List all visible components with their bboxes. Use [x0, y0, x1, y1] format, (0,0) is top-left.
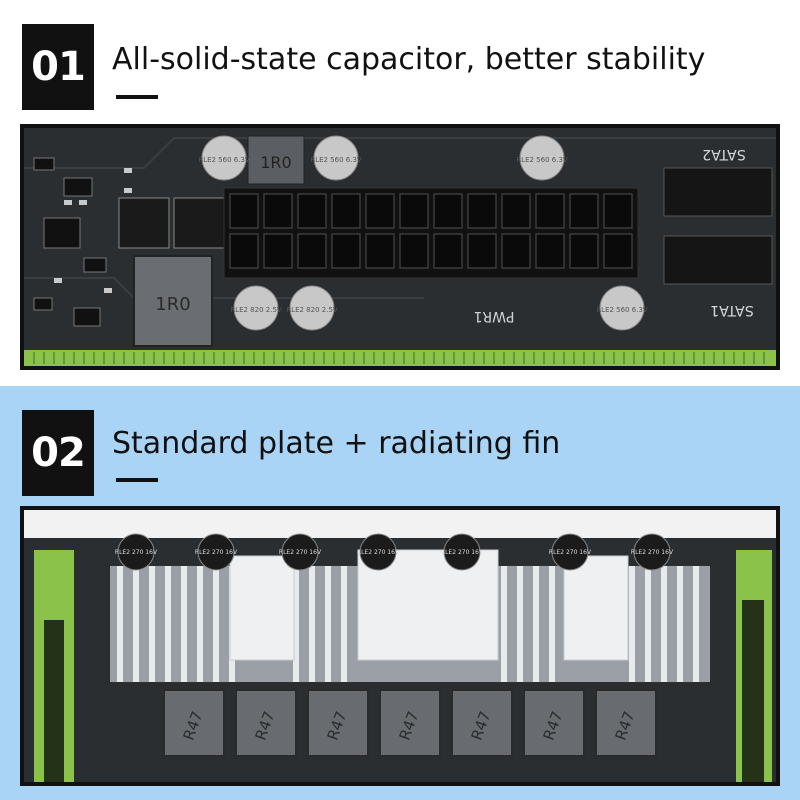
capacitor-label: RLE2 820 2.5V — [230, 306, 282, 314]
capacitor-group-bottom — [233, 285, 645, 331]
inductor-left-label: 1R0 — [155, 294, 190, 315]
capacitor-label: RLE2 820 2.5V — [286, 306, 338, 314]
capacitor-label: RLE2 270 16V — [441, 549, 484, 556]
capacitor-row — [117, 533, 671, 571]
title-underline — [116, 95, 158, 99]
section-title: Standard plate + radiating fin — [112, 426, 561, 461]
radiating-fins — [110, 549, 710, 682]
feature-section-heatsink: 02 Standard plate + radiating fin — [0, 386, 800, 800]
capacitor-label: RLE2 560 6.3V — [596, 306, 648, 314]
feature-section-capacitor: 01 All-solid-state capacitor, better sta… — [0, 0, 800, 386]
capacitor-label: RLE2 560 6.3V — [310, 156, 362, 164]
capacitor-label: RLE2 560 6.3V — [516, 156, 568, 164]
sata-bottom-label: SATA1 — [710, 302, 754, 318]
sata-top-label: SATA2 — [702, 146, 746, 162]
capacitor-label: RLE2 270 16V — [195, 549, 238, 556]
section-number-badge: 02 — [22, 410, 94, 496]
motherboard-closeup-heatsink: RLE2 270 16V RLE2 270 16V RLE2 270 16V R… — [20, 506, 780, 786]
capacitor-label: RLE2 560 6.3V — [198, 156, 250, 164]
section-number-badge: 01 — [22, 24, 94, 110]
choke-row — [163, 689, 657, 757]
capacitor-label: RLE2 270 16V — [549, 549, 592, 556]
inductor-top-label: 1R0 — [260, 153, 291, 172]
title-underline — [116, 478, 158, 482]
board-illustration-1: 1R0 1R0 PWR1 — [24, 128, 776, 366]
power-connector-label: PWR1 — [474, 308, 515, 324]
capacitor-group-top — [201, 135, 565, 181]
capacitor-label: RLE2 270 16V — [357, 549, 400, 556]
capacitor-label: RLE2 270 16V — [631, 549, 674, 556]
capacitor-label: RLE2 270 16V — [115, 549, 158, 556]
section-title: All-solid-state capacitor, better stabil… — [112, 42, 706, 77]
board-illustration-2: RLE2 270 16V RLE2 270 16V RLE2 270 16V R… — [24, 510, 776, 782]
capacitor-label: RLE2 270 16V — [279, 549, 322, 556]
motherboard-closeup-capacitors: 1R0 1R0 PWR1 — [20, 124, 780, 370]
